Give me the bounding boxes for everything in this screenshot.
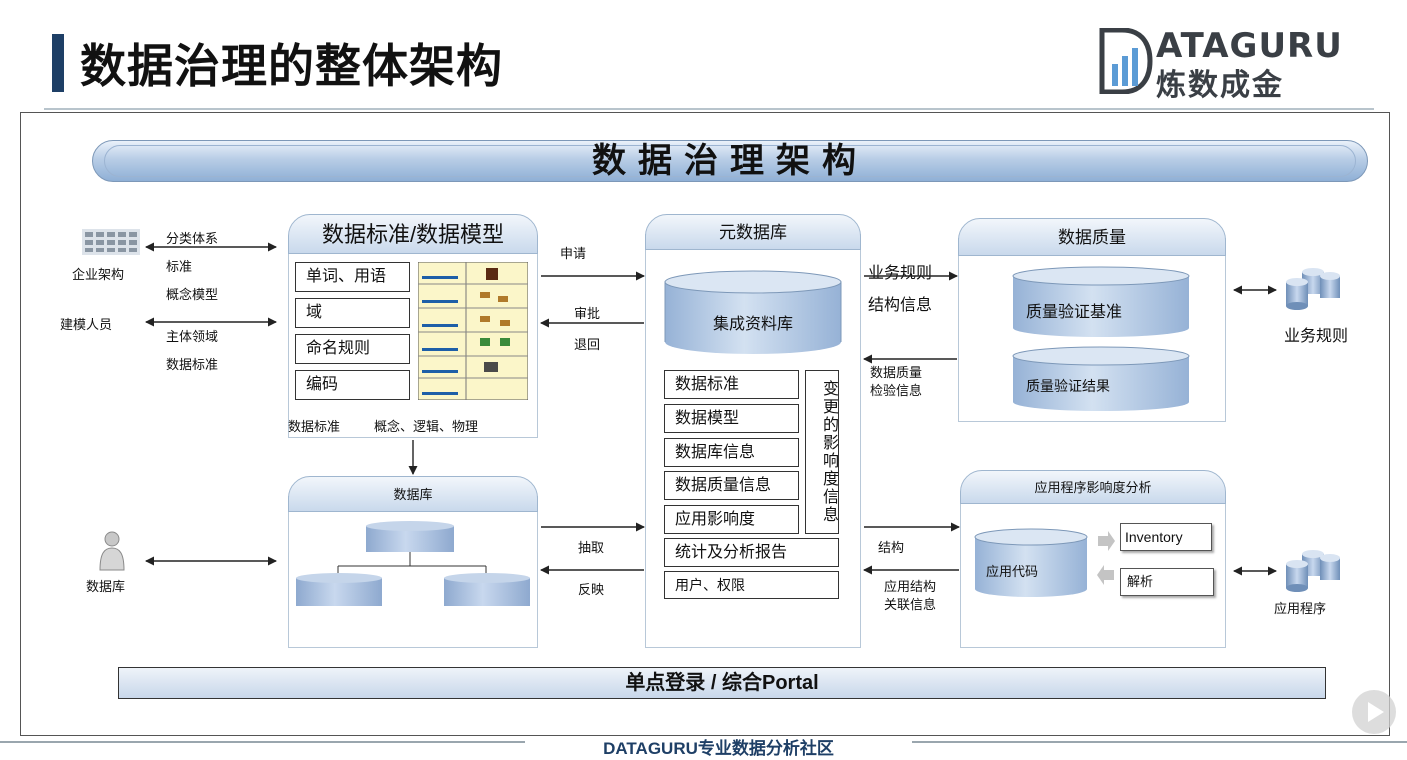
structure-label: 结构 [878,540,905,555]
quality-cylinders-icon [1012,266,1190,411]
banner [92,140,1368,182]
banner-title: 数据治理架构 [592,141,868,181]
app-structure-label-1: 应用结构 [884,579,937,594]
model-thumbnail-icon [418,262,528,400]
database-stack-icon [1286,268,1340,310]
logo-mark-icon [1099,28,1153,94]
structure-info-label: 结构信息 [868,297,933,314]
apply-label: 申请 [560,246,587,261]
standard-footer-left: 数据标准 [288,419,341,434]
inventory-box: Inventory [1120,523,1212,551]
logo: ATAGURU 炼数成金 [1098,24,1360,103]
arrow-label-concept-model: 概念模型 [166,287,219,302]
meta-panel-header: 元数据库 [645,214,861,250]
meta-wide-item: 用户、权限 [664,571,839,599]
person-icon [99,531,125,571]
meta-wide-item: 统计及分析报告 [664,538,839,567]
play-icon [1368,702,1384,722]
meta-item: 数据标准 [664,370,799,399]
extract-label: 抽取 [578,540,605,555]
standard-panel-title: 数据标准/数据模型 [321,222,505,247]
business-rules-label: 业务规则 [868,265,933,282]
banner-inner-outline [104,145,1356,177]
app-panel-header: 应用程序影响度分析 [960,470,1226,504]
meta-item: 应用影响度 [664,505,799,534]
app-code-label: 应用代码 [986,564,1039,579]
arrow-label-subject-area: 主体领域 [166,329,219,344]
integrated-repository-label: 集成资料库 [712,316,793,333]
reject-label: 退回 [574,337,601,352]
approve-label: 审批 [574,306,601,321]
quality-panel-header: 数据质量 [958,218,1226,256]
external-business-rules-label: 业务规则 [1284,328,1349,345]
app-panel-title: 应用程序影响度分析 [1034,480,1152,495]
header-divider [44,108,1374,110]
standard-item: 编码 [295,370,410,400]
database-tree-icon [296,521,530,606]
meta-item: 数据质量信息 [664,471,799,500]
standard-item: 命名规则 [295,334,410,364]
logo-main-text: ATAGURU [1156,26,1343,66]
standard-item: 单词、用语 [295,262,410,292]
meta-item: 数据库信息 [664,438,799,467]
standard-item: 域 [295,298,410,328]
page-title: 数据治理的整体架构 [80,39,503,93]
reflect-label: 反映 [578,582,605,597]
app-structure-label-2: 关联信息 [884,597,937,612]
external-app-label: 应用程序 [1274,601,1327,616]
quality-baseline-label: 质量验证基准 [1026,304,1123,321]
enterprise-architecture-label: 企业架构 [72,267,125,282]
arrow-label-classification: 分类体系 [166,231,219,246]
quality-panel-title: 数据质量 [1058,228,1126,247]
database-stack-icon [1286,550,1340,592]
quality-check-label-2: 检验信息 [870,383,923,398]
quality-result-label: 质量验证结果 [1026,378,1110,394]
db-admin-label: 数据库 [86,579,126,594]
standard-panel-header: 数据标准/数据模型 [288,214,538,254]
portal-bar: 单点登录 / 综合Portal [118,667,1326,699]
standard-footer-right: 概念、逻辑、物理 [374,419,479,434]
meta-panel-title: 元数据库 [719,223,787,242]
flow-arrows-icon [1097,531,1115,585]
play-button[interactable] [1352,690,1396,734]
footer-text: DATAGURU专业数据分析社区 [603,739,834,758]
change-impact-label: 变更的影响度信息 [805,370,839,534]
database-panel-header: 数据库 [288,476,538,512]
logo-sub-text: 炼数成金 [1156,68,1284,103]
org-chart-icon [82,229,140,255]
app-code-cylinder [974,528,1088,597]
footer-divider-left [0,741,525,743]
meta-item: 数据模型 [664,404,799,433]
parse-box: 解析 [1120,568,1214,596]
arrow-label-data-standard: 数据标准 [166,357,219,372]
footer-divider-right [912,741,1407,743]
title-accent-bar [52,34,64,92]
integrated-repository-cylinder [664,270,842,354]
database-panel-title: 数据库 [393,487,433,502]
modeler-label: 建模人员 [60,317,113,332]
quality-check-label-1: 数据质量 [870,365,923,380]
arrow-label-standard: 标准 [166,259,193,274]
